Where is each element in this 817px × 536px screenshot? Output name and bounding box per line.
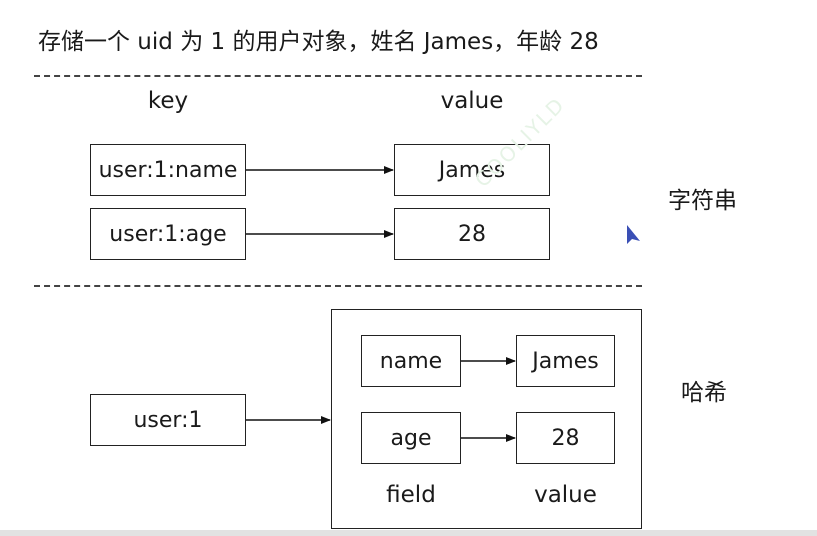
hash-container [331, 309, 642, 529]
page-title: 存储一个 uid 为 1 的用户对象，姓名 James，年龄 28 [38, 29, 599, 55]
string-value-box-age: 28 [394, 208, 550, 260]
hash-value-header: value [534, 482, 597, 508]
hash-key-box: user:1 [90, 394, 246, 446]
middle-divider [34, 285, 642, 287]
string-value-box-name: James [394, 144, 550, 196]
pointer-arrow-icon [627, 225, 640, 244]
hash-field-box-name: name [361, 335, 461, 387]
top-divider [34, 75, 642, 77]
bottom-bar [0, 530, 817, 536]
string-key-box-name: user:1:name [90, 144, 246, 196]
hash-value-box-age: 28 [516, 412, 615, 464]
key-header: key [147, 88, 189, 114]
hash-field-box-age: age [361, 412, 461, 464]
value-header: value [440, 88, 504, 114]
hash-type-label: 哈希 [681, 380, 727, 406]
field-header: field [386, 482, 436, 508]
hash-value-box-name: James [516, 335, 615, 387]
string-key-box-age: user:1:age [90, 208, 246, 260]
string-type-label: 字符串 [668, 188, 737, 214]
